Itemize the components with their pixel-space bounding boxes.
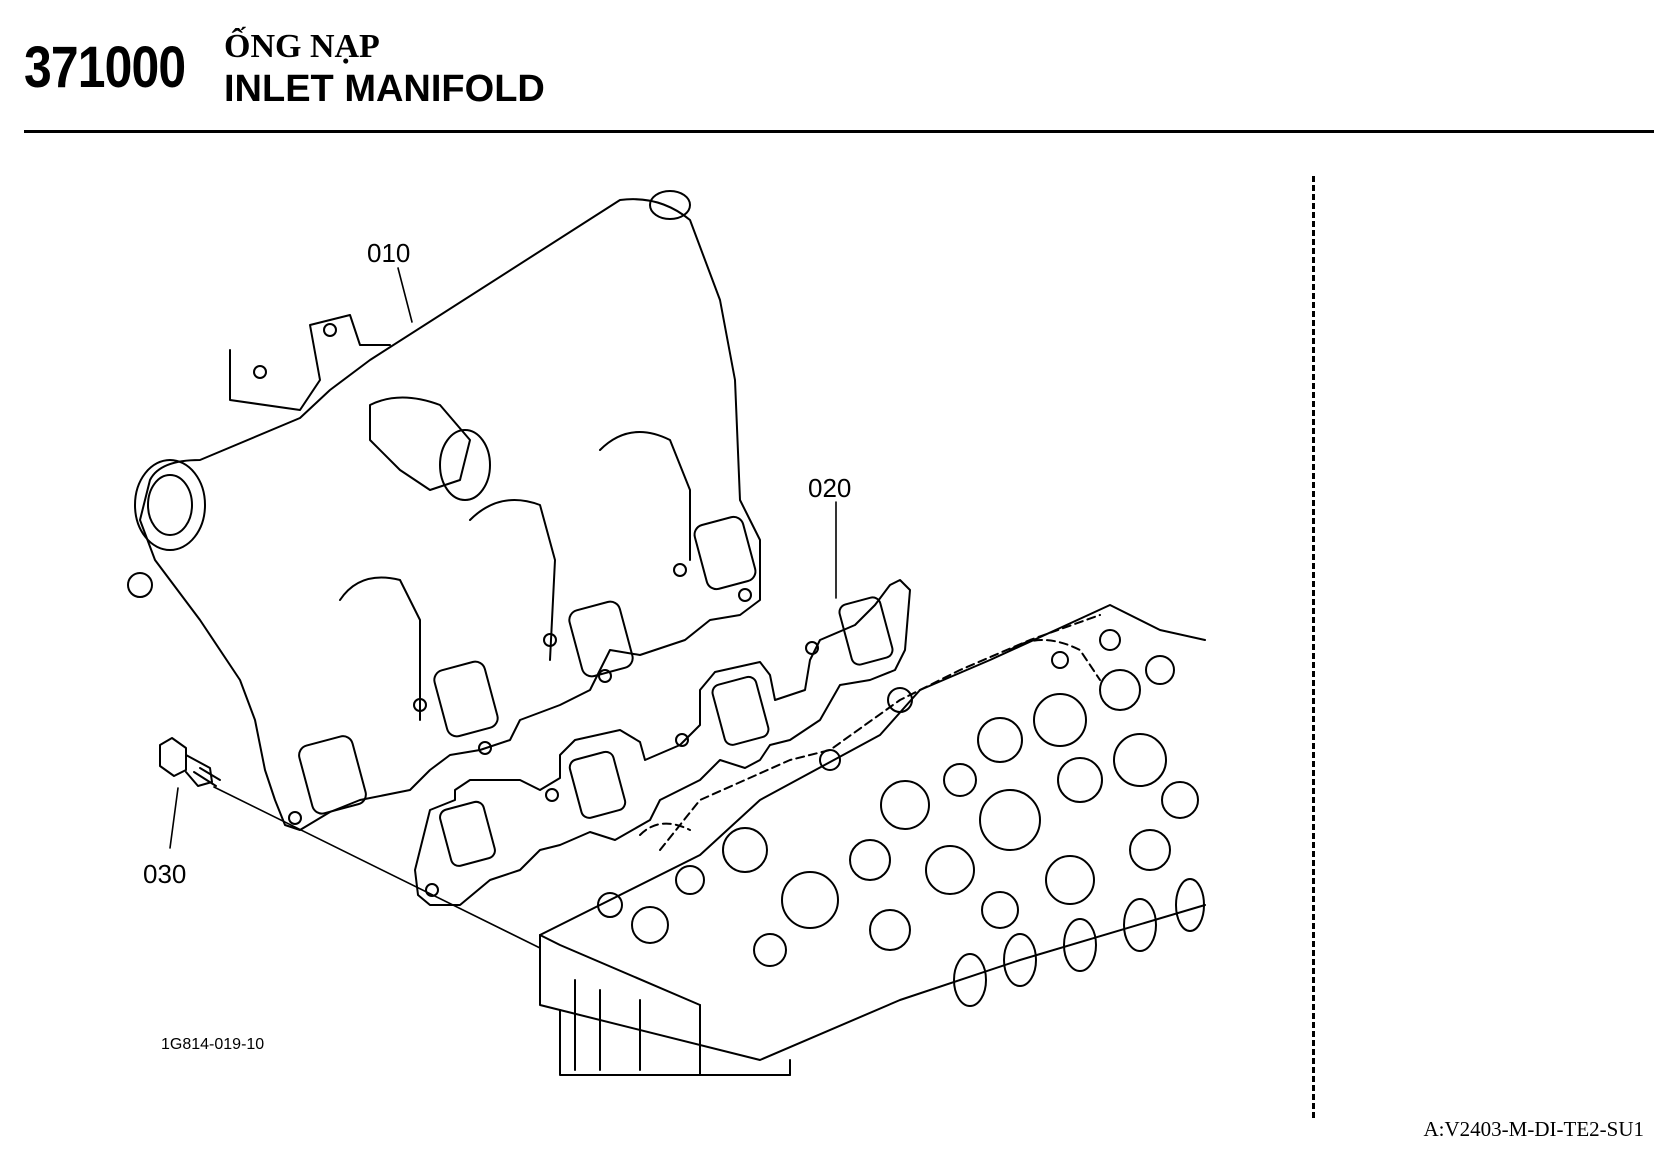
manifold-illustration xyxy=(127,190,761,831)
title-vietnamese: ỐNG NẠP xyxy=(224,28,380,65)
dashed-column-divider xyxy=(1312,176,1315,1118)
callout-030: 030 xyxy=(143,859,186,889)
section-code: 371000 xyxy=(24,35,186,100)
callout-010: 010 xyxy=(367,238,410,268)
drawing-number: 1G814-019-10 xyxy=(161,1036,264,1053)
header-rule xyxy=(24,130,1654,133)
bolt-illustration xyxy=(159,737,221,787)
title-english: INLET MANIFOLD xyxy=(224,68,545,110)
callout-020: 020 xyxy=(808,473,851,503)
cylinder-head-illustration xyxy=(539,604,1206,1076)
leader-lines xyxy=(169,267,837,949)
gasket-illustration xyxy=(414,579,911,906)
page-header: 371000 ỐNG NẠP INLET MANIFOLD xyxy=(24,24,1634,134)
model-reference: A:V2403-M-DI-TE2-SU1 xyxy=(1423,1117,1644,1141)
